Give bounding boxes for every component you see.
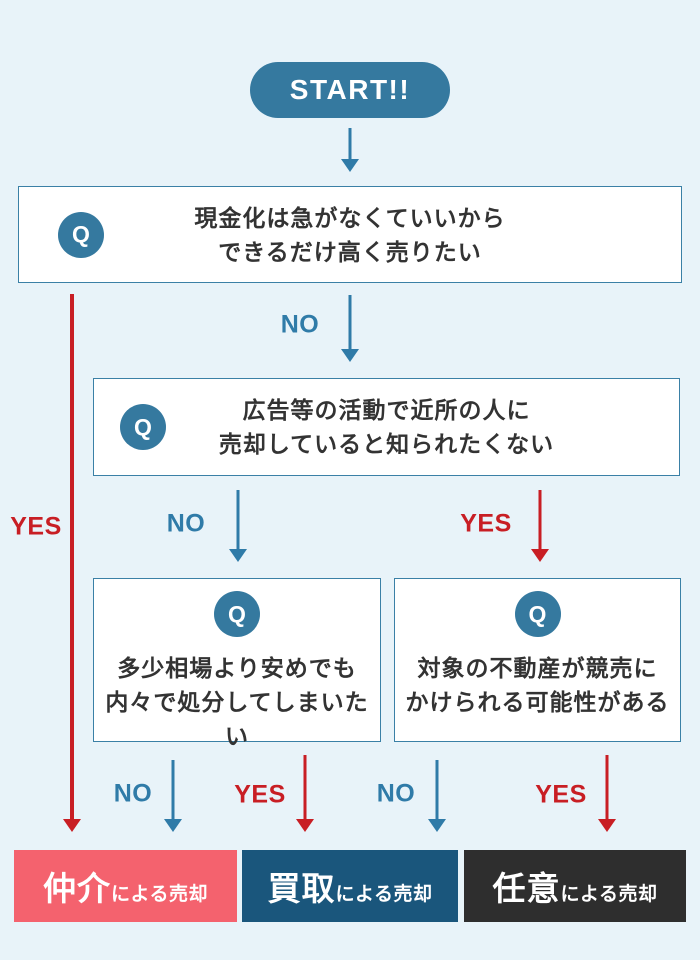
edge-label-yes-q3: YES bbox=[234, 780, 286, 809]
edge-label-yes-q2: YES bbox=[460, 509, 512, 538]
question-3-line-1: 多少相場より安めでも bbox=[117, 655, 357, 681]
result-2-rest: による売却 bbox=[335, 884, 433, 905]
q-badge-icon: Q bbox=[58, 211, 104, 258]
result-2-emphasis: 買取 bbox=[267, 870, 336, 907]
result-box-nini: 任意による売却 bbox=[464, 850, 686, 922]
edge-label-no-q2: NO bbox=[166, 509, 206, 538]
arrow-q3-yes-to-result-2 bbox=[296, 755, 314, 832]
result-box-chukai: 仲介による売却 bbox=[14, 850, 237, 922]
question-2-line-2: 売却していると知られたくない bbox=[218, 431, 555, 457]
arrow-line bbox=[348, 295, 352, 351]
result-1-emphasis: 仲介 bbox=[43, 870, 112, 907]
arrow-line bbox=[435, 760, 439, 821]
question-box-1: Q 現金化は急がなくていいから できるだけ高く売りたい bbox=[18, 186, 682, 283]
question-2-line-1: 広告等の活動で近所の人に bbox=[242, 397, 531, 423]
result-1-text: 仲介による売却 bbox=[14, 862, 237, 910]
arrow-head-icon bbox=[296, 819, 314, 832]
arrow-q2-yes-to-q4 bbox=[531, 490, 549, 562]
arrow-line bbox=[171, 760, 175, 821]
edge-label-no-q4: NO bbox=[376, 779, 416, 808]
arrow-line bbox=[538, 490, 542, 551]
q-badge-icon: Q bbox=[120, 404, 166, 450]
arrow-line bbox=[70, 294, 74, 821]
arrow-line bbox=[605, 755, 609, 821]
arrow-head-icon bbox=[341, 349, 359, 362]
arrow-head-icon bbox=[428, 819, 446, 832]
arrow-head-icon bbox=[531, 549, 549, 562]
question-1-text: 現金化は急がなくていいから できるだけ高く売りたい bbox=[19, 201, 681, 269]
question-1-line-2: できるだけ高く売りたい bbox=[218, 238, 482, 265]
arrow-line bbox=[236, 490, 240, 551]
start-node: START!! bbox=[250, 62, 450, 118]
arrow-q1-yes-to-result-1 bbox=[63, 294, 81, 832]
arrow-head-icon bbox=[229, 549, 247, 562]
start-label: START!! bbox=[289, 74, 411, 105]
edge-label-yes-q4: YES bbox=[535, 780, 587, 809]
question-4-text: 対象の不動産が競売に かけられる可能性がある bbox=[395, 651, 680, 719]
question-4-line-2: かけられる可能性がある bbox=[405, 689, 670, 715]
question-1-line-1: 現金化は急がなくていいから bbox=[194, 204, 506, 231]
arrow-head-icon bbox=[598, 819, 616, 832]
arrow-line bbox=[348, 128, 352, 161]
edge-label-no-q1: NO bbox=[280, 310, 320, 339]
q-badge-icon: Q bbox=[514, 591, 561, 637]
question-box-2: Q 広告等の活動で近所の人に 売却していると知られたくない bbox=[93, 378, 680, 476]
question-4-line-1: 対象の不動産が競売に bbox=[417, 655, 658, 681]
arrow-head-icon bbox=[63, 819, 81, 832]
question-3-line-2: 内々で処分してしまいたい bbox=[105, 689, 369, 749]
arrow-q3-no-to-result-1 bbox=[164, 760, 182, 832]
result-1-rest: による売却 bbox=[111, 884, 208, 905]
question-2-text: 広告等の活動で近所の人に 売却していると知られたくない bbox=[94, 393, 679, 461]
edge-label-yes-q1: YES bbox=[10, 512, 62, 541]
arrow-q4-yes-to-result-3 bbox=[598, 755, 616, 832]
result-box-kaitori: 買取による売却 bbox=[242, 850, 458, 922]
arrow-q1-no-to-q2 bbox=[341, 295, 359, 362]
arrow-q2-no-to-q3 bbox=[229, 490, 247, 562]
result-2-text: 買取による売却 bbox=[242, 862, 458, 910]
question-3-text: 多少相場より安めでも 内々で処分してしまいたい bbox=[94, 651, 380, 753]
arrow-q4-no-to-result-2 bbox=[428, 760, 446, 832]
arrow-head-icon bbox=[341, 159, 359, 172]
arrow-head-icon bbox=[164, 819, 182, 832]
result-3-text: 任意による売却 bbox=[464, 862, 686, 910]
arrow-start-to-q1 bbox=[341, 128, 359, 172]
arrow-line bbox=[303, 755, 307, 821]
question-box-3: Q 多少相場より安めでも 内々で処分してしまいたい bbox=[93, 578, 381, 749]
result-3-rest: による売却 bbox=[560, 884, 658, 905]
q-badge-icon: Q bbox=[214, 591, 260, 637]
result-3-emphasis: 任意 bbox=[492, 870, 561, 907]
edge-label-no-q3: NO bbox=[113, 779, 153, 808]
question-box-4: Q 対象の不動産が競売に かけられる可能性がある bbox=[394, 578, 681, 742]
